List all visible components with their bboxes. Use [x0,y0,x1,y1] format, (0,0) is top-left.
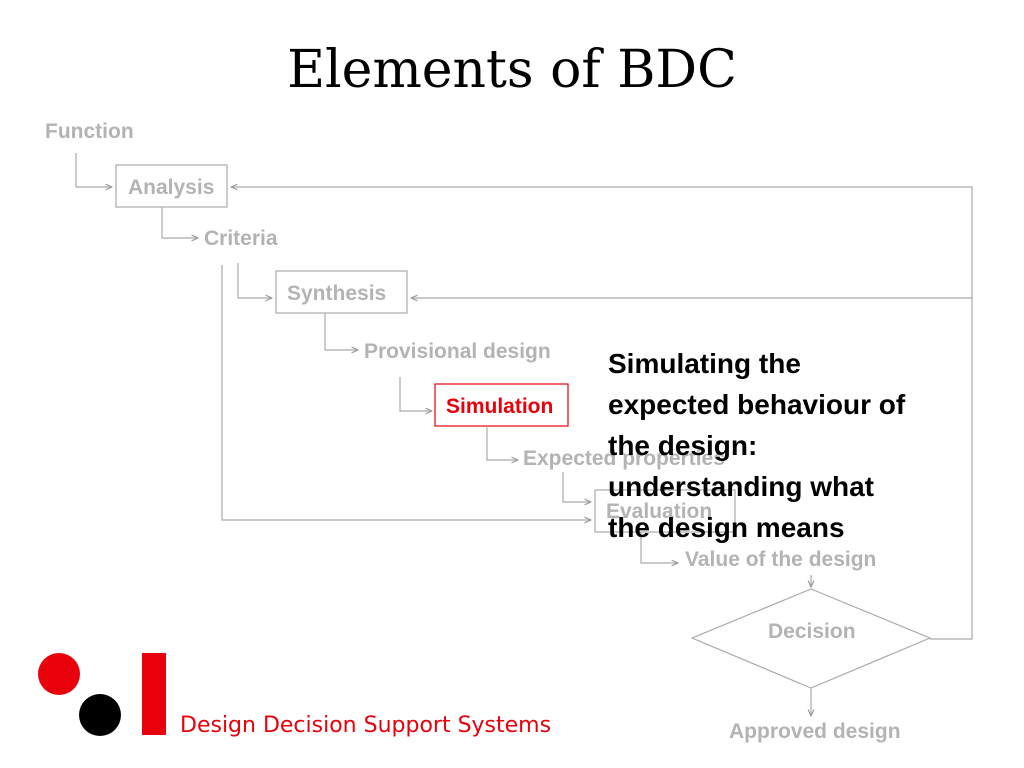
analysis-box [115,164,228,208]
logo-bar [142,653,166,735]
logo-black-dot [79,694,121,736]
decision-diamond [690,588,932,689]
node-provisional-design: Provisional design [364,340,551,363]
node-simulation: Simulation [446,395,554,418]
callout-line: the design: [608,430,758,461]
evaluation-box [594,489,736,533]
arrow-provisional-simulation [399,377,432,411]
node-decision: Decision [768,620,856,643]
node-approved-design: Approved design [729,720,901,743]
arrow-criteria-synthesis [237,263,272,298]
node-function: Function [45,120,134,143]
node-value-of-design: Value of the design [685,548,877,571]
feedback-to-analysis [231,187,973,640]
node-expected-properties: Expected properties [523,447,725,470]
arrow-expected-evaluation [562,472,591,502]
arrow-function-analysis [75,153,112,187]
arrow-synthesis-provisional [324,313,358,350]
footer-text: Design Decision Support Systems [180,713,552,738]
arrow-evaluation-value [640,532,678,563]
node-analysis: Analysis [128,176,215,199]
callout-line: Simulating the [608,348,801,379]
synthesis-box [275,270,408,314]
arrow-simulation-expected [486,426,518,460]
callout-line: understanding what [608,471,874,502]
slide-title: Elements of BDC [287,40,737,100]
simulation-box [434,383,569,427]
arrow-analysis-criteria [161,207,198,238]
callout-line: the design means [608,512,845,543]
arrow-criteria-evaluation [221,265,591,520]
node-synthesis: Synthesis [287,282,387,305]
callout-line: expected behaviour of [608,389,906,420]
node-criteria: Criteria [204,227,278,250]
logo-red-dot [38,653,80,695]
node-evaluation: Evaluation [606,500,713,523]
callout-text: Simulating the expected behaviour of the… [608,343,1008,548]
